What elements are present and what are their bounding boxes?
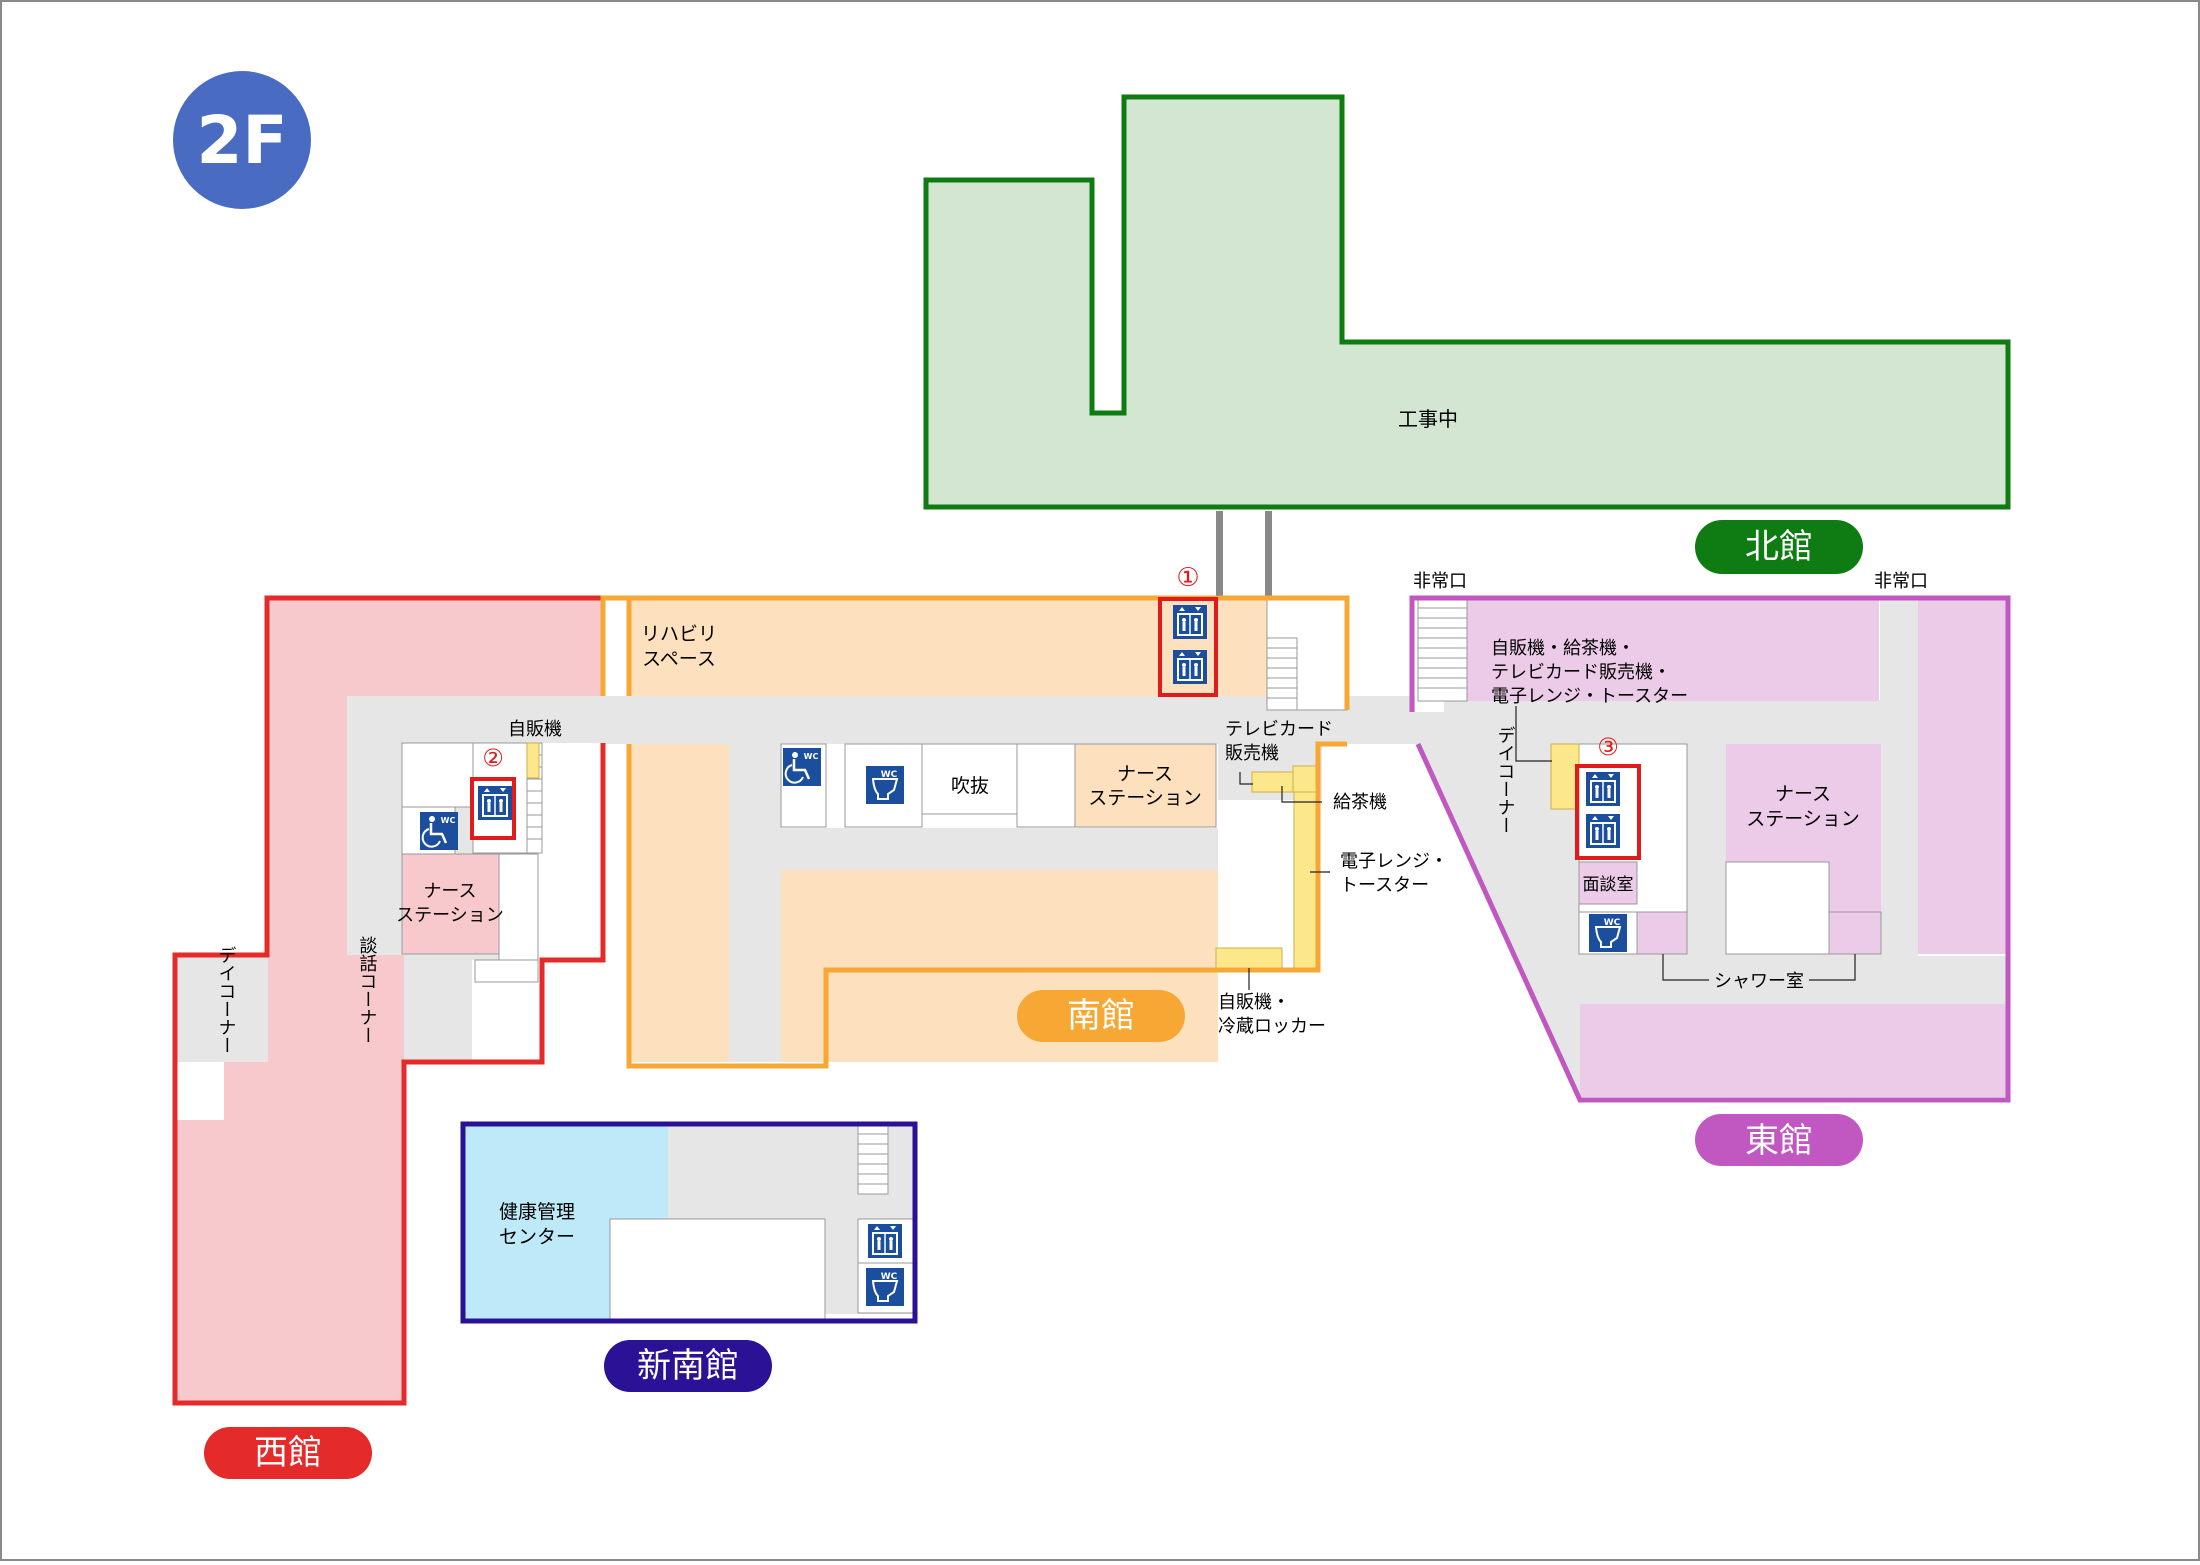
health-center-label-line2: センター xyxy=(499,1226,575,1248)
day-corner-label-east: デイコーナー xyxy=(1495,726,1516,834)
wc-icon xyxy=(865,1267,905,1307)
east-vending-label-line1: 自販機・給茶機・ xyxy=(1491,638,1635,659)
telecard-label-line2: 販売機 xyxy=(1225,743,1279,764)
fukinuke-label: 吹抜 xyxy=(951,775,989,797)
north-building-badge xyxy=(1695,520,1863,574)
accessible-wc-icon xyxy=(781,746,823,788)
nurse-station-line2: ステーション xyxy=(1088,787,1202,809)
floor-label: 2F xyxy=(196,102,287,179)
elevator-icon xyxy=(1585,813,1621,849)
east-building-name: 東館 xyxy=(1745,1121,1813,1161)
marker-3: ③ xyxy=(1597,733,1619,761)
elevator-icon xyxy=(477,785,513,821)
east-building: ③ 面談室 ナース ステーション シャワー室 自販機・給茶機・ テレビカード販売… xyxy=(1409,571,2011,1166)
health-center-label-line1: 健康管理 xyxy=(499,1201,575,1223)
west-building: ② 自販機 ナース ステーション デイコーナー 談話コーナー 西館 xyxy=(172,595,606,1479)
elevator-icon xyxy=(1172,649,1208,685)
nurse-station-line2: ステーション xyxy=(396,905,504,926)
south-building: ① リハビリ スペース 吹抜 ナース ステーション テレビカード 販売機 給茶機… xyxy=(600,563,1448,1069)
shower-room-label: シャワー室 xyxy=(1714,971,1804,992)
vending-locker-label-line1: 自販機・ xyxy=(1218,992,1290,1013)
nurse-station-line1: ナース xyxy=(423,881,476,902)
tea-machine-label: 給茶機 xyxy=(1333,792,1387,813)
interview-room-label: 面談室 xyxy=(1583,875,1634,895)
marker-1: ① xyxy=(1176,563,1199,593)
vending-machine xyxy=(526,742,540,779)
wc-icon xyxy=(1588,913,1628,953)
day-corner-label-west: デイコーナー xyxy=(216,946,237,1054)
new-south-building-badge xyxy=(604,1340,772,1392)
elevator-highlight xyxy=(470,777,516,840)
elevator-icon xyxy=(867,1223,903,1259)
rehab-label-line2: スペース xyxy=(642,648,716,670)
south-building-badge xyxy=(1017,990,1185,1042)
vending-label: 自販機 xyxy=(508,719,562,740)
wc-icon xyxy=(865,765,905,805)
elevator-highlight xyxy=(1158,597,1218,697)
nurse-station-line2: ステーション xyxy=(1746,808,1860,830)
telecard-label-line1: テレビカード xyxy=(1225,719,1333,740)
south-building-name: 南館 xyxy=(1067,996,1135,1036)
west-building-badge xyxy=(204,1427,372,1479)
construction-label: 工事中 xyxy=(1398,407,1458,431)
north-building-name: 北館 xyxy=(1745,527,1813,567)
east-building-badge xyxy=(1695,1114,1863,1166)
elevator-highlight xyxy=(1575,764,1641,860)
accessible-wc-icon xyxy=(418,810,460,852)
microwave-label-line2: トースター xyxy=(1340,875,1429,896)
floor-badge: 2F xyxy=(173,71,311,209)
new-south-building-name: 新南館 xyxy=(637,1346,739,1386)
talk-corner-label: 談話コーナー xyxy=(357,936,378,1044)
microwave-label-line1: 電子レンジ・ xyxy=(1340,851,1448,872)
nurse-station-line1: ナース xyxy=(1117,763,1173,785)
east-vending-label-line3: 電子レンジ・トースター xyxy=(1491,686,1688,707)
marker-2: ② xyxy=(482,744,504,772)
rehab-label-line1: リハビリ xyxy=(641,623,717,645)
connector-pillar xyxy=(1265,511,1272,597)
east-vending-label-line2: テレビカード販売機・ xyxy=(1491,662,1671,683)
elevator-icon xyxy=(1172,604,1208,640)
emergency-exit-label: 非常口 xyxy=(1874,571,1928,592)
emergency-exit-label: 非常口 xyxy=(1413,571,1467,592)
vending-locker-label-line2: 冷蔵ロッカー xyxy=(1218,1016,1326,1037)
west-building-name: 西館 xyxy=(254,1433,322,1473)
elevator-icon xyxy=(1585,771,1621,807)
north-building: 工事中 北館 xyxy=(923,94,2011,597)
connector-pillar xyxy=(1216,511,1223,597)
new-south-building: 健康管理 センター 新南館 xyxy=(460,1121,918,1392)
nurse-station-line1: ナース xyxy=(1775,783,1831,805)
